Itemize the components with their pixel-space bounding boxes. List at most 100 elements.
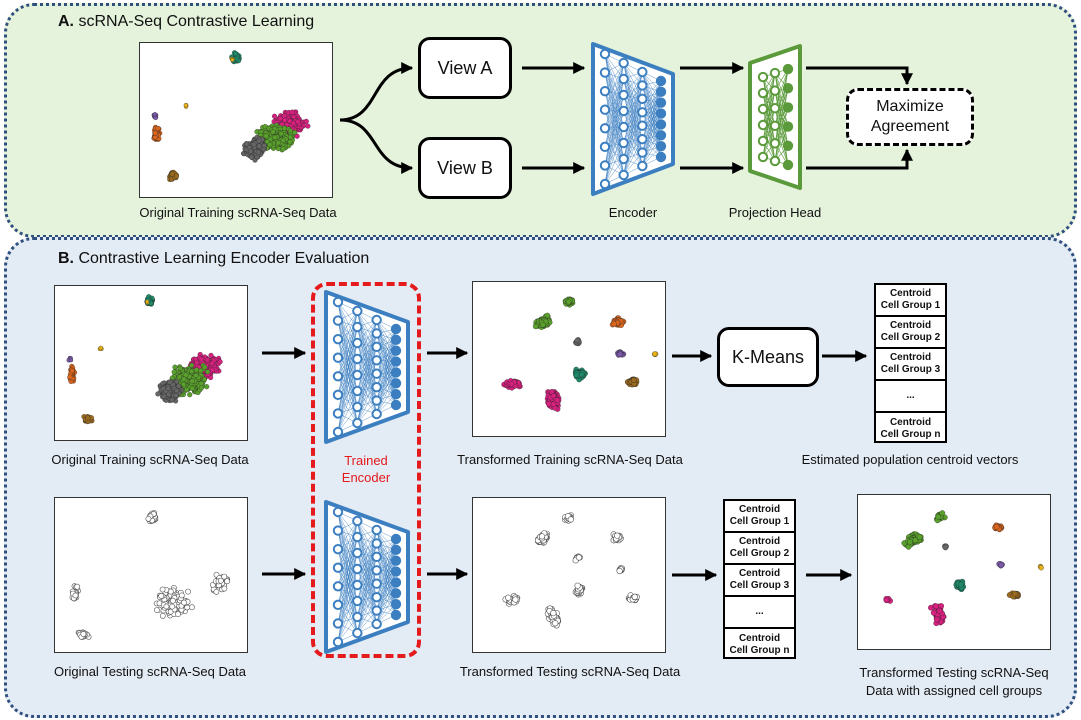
panel-a-plot-caption: Original Training scRNA-Seq Data: [139, 205, 337, 220]
scatter-point: [145, 515, 152, 522]
scatter-point: [224, 578, 230, 585]
scatter-point: [933, 603, 939, 610]
scatter-point: [193, 367, 200, 373]
scatter-point: [155, 125, 161, 132]
scatter-point: [251, 142, 257, 148]
centroid-cell-line-1: Centroid: [738, 536, 781, 547]
view-b-box: View B: [418, 137, 512, 199]
scatter-point: [631, 377, 637, 383]
scatter-point: [538, 533, 546, 540]
scatter-point: [74, 583, 81, 590]
scatter-point: [185, 588, 191, 595]
scatter-point: [165, 391, 172, 397]
scatter-point: [204, 384, 210, 390]
scatter-point: [652, 351, 658, 357]
scatter-point: [152, 134, 158, 140]
scatter-point: [198, 368, 204, 374]
centroid-cell-line-1: Centroid: [738, 633, 781, 644]
scatter-point: [256, 138, 262, 144]
scatter-point: [80, 631, 87, 637]
centroid-cell-line-1: Centroid: [738, 504, 781, 515]
scatter-point: [933, 616, 940, 623]
original-testing-scatter: [69, 510, 231, 640]
centroid-cell: ...: [876, 381, 945, 413]
scatter-point: [208, 352, 214, 358]
scatter-point: [85, 415, 91, 421]
scatter-point: [280, 137, 286, 143]
scatter-point: [68, 357, 74, 363]
scatter-point: [292, 129, 298, 136]
orig-test-caption: Original Testing scRNA-Seq Data: [54, 664, 246, 679]
trans-train-caption: Transformed Training scRNA-Seq Data: [457, 452, 683, 467]
scatter-point: [193, 372, 199, 379]
scatter-point: [204, 357, 210, 363]
scatter-point: [505, 594, 512, 601]
original-training-plot-b: [54, 285, 248, 441]
scatter-point: [998, 562, 1004, 568]
scatter-point: [261, 143, 267, 149]
trained-encoder-line-2: Encoder: [341, 470, 391, 485]
centroid-cell-line-2: Cell Group 3: [729, 580, 790, 591]
trans-test-caption: Transformed Testing scRNA-Seq Data: [459, 664, 681, 679]
result-caption-line-1: Transformed Testing scRNA-Seq: [859, 665, 1049, 680]
panel-b-title-text: Contrastive Learning Encoder Evaluation: [78, 250, 370, 267]
centroid-cell-line-2: Cell Group n: [880, 429, 941, 440]
original-training-scatter-b: [66, 294, 223, 425]
scatter-point: [187, 392, 193, 398]
panel-a-letter: A.: [58, 13, 74, 30]
scatter-point: [155, 391, 161, 397]
scatter-point: [178, 592, 185, 599]
centroid-cell-line-2: Cell Group 1: [880, 300, 941, 311]
scatter-point: [170, 597, 176, 604]
scatter-point: [173, 392, 179, 399]
scatter-point: [202, 364, 208, 370]
scatter-point: [993, 523, 1000, 530]
scatter-point: [616, 567, 623, 575]
scatter-point: [160, 385, 166, 391]
scatter-point: [181, 599, 187, 606]
centroid-cell-line-1: Centroid: [889, 320, 932, 331]
trained-encoder-outline: [311, 282, 421, 658]
scatter-point: [930, 609, 937, 616]
scatter-point: [907, 539, 913, 545]
scatter-point: [611, 321, 617, 327]
scatter-point: [221, 585, 228, 592]
scatter-point: [173, 173, 179, 179]
transformed-training-plot: [472, 281, 666, 437]
scatter-point: [883, 597, 890, 603]
scatter-point: [176, 383, 182, 389]
scatter-point: [631, 593, 638, 600]
scatter-point: [939, 510, 946, 516]
scatter-point: [198, 385, 205, 391]
scatter-point: [295, 119, 301, 125]
scatter-point: [578, 371, 585, 378]
scatter-point: [171, 369, 177, 375]
scatter-point: [942, 544, 949, 551]
scatter-point: [249, 154, 255, 160]
view-a-box: View A: [418, 37, 512, 99]
maximize-line-2: Agreement: [870, 118, 950, 135]
scatter-point: [270, 129, 276, 135]
scatter-point: [233, 51, 239, 57]
scatter-point: [169, 171, 175, 177]
centroid-cell-line-1: Centroid: [738, 568, 781, 579]
scatter-point: [305, 123, 311, 129]
centroid-cell-line-2: Cell Group 2: [729, 548, 790, 559]
scatter-point: [287, 139, 293, 145]
scatter-point: [544, 312, 551, 319]
scatter-point: [617, 351, 623, 357]
scatter-point: [567, 516, 574, 523]
scatter-point: [272, 134, 278, 140]
scatter-point: [183, 103, 188, 108]
scatter-point: [98, 345, 103, 351]
scatter-point: [174, 388, 180, 394]
scatter-point: [209, 367, 216, 373]
scatter-point: [289, 109, 295, 115]
original-testing-plot: [54, 497, 248, 653]
